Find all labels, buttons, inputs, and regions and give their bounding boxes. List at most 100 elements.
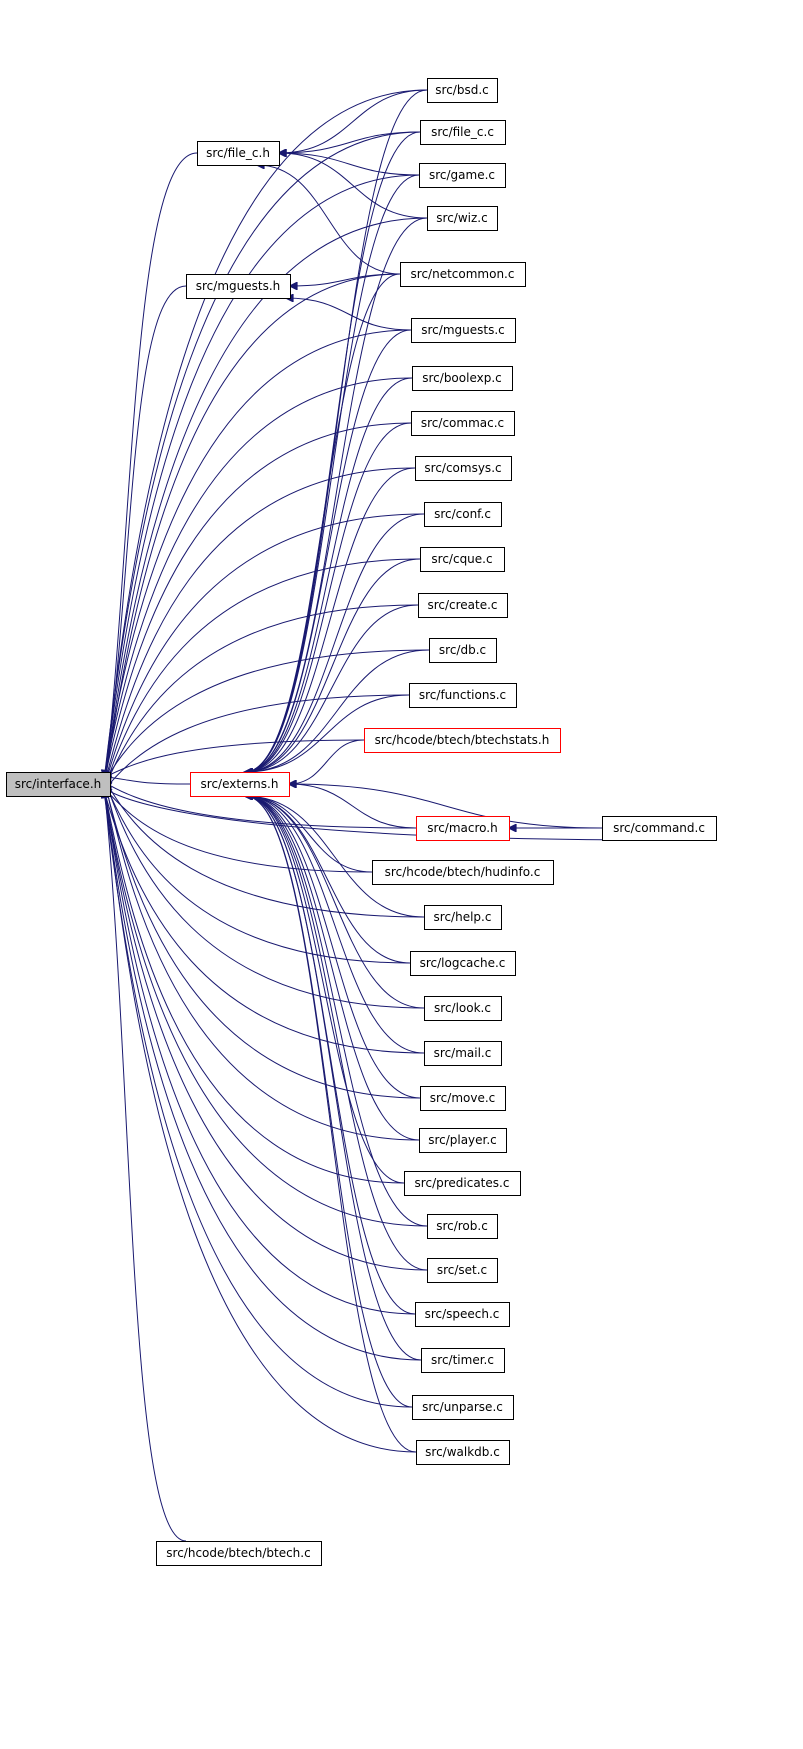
node-label: src/cque.c <box>431 552 492 566</box>
node-boolexp-c[interactable]: src/boolexp.c <box>413 367 513 391</box>
node-label: src/file_c.h <box>206 146 270 160</box>
node-interface-h[interactable]: src/interface.h <box>7 773 111 797</box>
node-set-c[interactable]: src/set.c <box>428 1259 498 1283</box>
edge-macro_h-to-externs_h <box>289 784 416 828</box>
node-label: src/predicates.c <box>415 1176 510 1190</box>
node-walkdb-c[interactable]: src/walkdb.c <box>417 1441 510 1465</box>
edges-layer <box>104 90 658 1541</box>
node-label: src/create.c <box>427 598 497 612</box>
node-predicates-c[interactable]: src/predicates.c <box>405 1172 521 1196</box>
node-externs-h[interactable]: src/externs.h <box>191 773 290 797</box>
node-label: src/game.c <box>429 168 495 182</box>
edge-player_c-to-interface_h <box>104 777 419 1140</box>
edge-predicates_c-to-interface_h <box>104 787 404 1183</box>
node-timer-c[interactable]: src/timer.c <box>422 1349 505 1373</box>
node-label: src/rob.c <box>436 1219 488 1233</box>
edge-db_c-to-externs_h <box>245 650 429 772</box>
node-comsys-c[interactable]: src/comsys.c <box>416 457 512 481</box>
edge-move_c-to-externs_h <box>245 796 420 1098</box>
node-label: src/move.c <box>430 1091 496 1105</box>
edge-mguests_c-to-interface_h <box>104 330 411 777</box>
node-game-c[interactable]: src/game.c <box>420 164 506 188</box>
node-bsd-c[interactable]: src/bsd.c <box>428 79 498 103</box>
node-btech-c[interactable]: src/hcode/btech/btech.c <box>157 1542 322 1566</box>
edge-cque_c-to-interface_h <box>104 559 420 790</box>
node-label: src/mguests.h <box>196 279 281 293</box>
node-wiz-c[interactable]: src/wiz.c <box>428 207 498 231</box>
node-look-c[interactable]: src/look.c <box>425 997 502 1021</box>
node-macro-h[interactable]: src/macro.h <box>417 817 510 841</box>
edge-comsys_c-to-externs_h <box>245 468 415 772</box>
node-cque-c[interactable]: src/cque.c <box>421 548 505 572</box>
node-speech-c[interactable]: src/speech.c <box>416 1303 510 1327</box>
node-label: src/wiz.c <box>436 211 487 225</box>
node-create-c[interactable]: src/create.c <box>419 594 508 618</box>
node-label: src/hcode/btech/btech.c <box>166 1546 310 1560</box>
edge-btechstats_h-to-interface_h <box>104 740 364 778</box>
node-label: src/mail.c <box>434 1046 492 1060</box>
edge-wiz_c-to-interface_h <box>104 218 427 787</box>
edge-walkdb_c-to-externs_h <box>245 796 416 1452</box>
node-move-c[interactable]: src/move.c <box>421 1087 506 1111</box>
edge-mguests_c-to-mguests_h <box>286 298 411 330</box>
edge-btech_c-to-interface_h <box>104 784 186 1541</box>
node-label: src/comsys.c <box>424 461 501 475</box>
node-label: src/mguests.c <box>421 323 504 337</box>
edge-commac_c-to-externs_h <box>245 423 411 772</box>
edge-unparse_c-to-interface_h <box>104 791 412 1407</box>
edge-set_c-to-interface_h <box>104 787 427 1270</box>
node-label: src/file_c.c <box>431 125 494 139</box>
node-label: src/db.c <box>439 643 486 657</box>
node-db-c[interactable]: src/db.c <box>430 639 497 663</box>
node-label: src/walkdb.c <box>425 1445 500 1459</box>
node-player-c[interactable]: src/player.c <box>420 1129 507 1153</box>
node-label: src/unparse.c <box>422 1400 503 1414</box>
edge-bsd_c-to-interface_h <box>104 90 427 784</box>
edge-create_c-to-interface_h <box>104 605 418 790</box>
node-help-c[interactable]: src/help.c <box>425 906 502 930</box>
node-mguests-h[interactable]: src/mguests.h <box>187 275 291 299</box>
node-label: src/functions.c <box>419 688 506 702</box>
node-label: src/set.c <box>437 1263 487 1277</box>
edge-rob_c-to-interface_h <box>104 789 427 1226</box>
node-mguests-c[interactable]: src/mguests.c <box>412 319 516 343</box>
node-hudinfo-c[interactable]: src/hcode/btech/hudinfo.c <box>373 861 554 885</box>
edge-walkdb_c-to-interface_h <box>104 783 416 1452</box>
edge-look_c-to-interface_h <box>104 777 424 1008</box>
node-unparse-c[interactable]: src/unparse.c <box>413 1396 514 1420</box>
node-label: src/conf.c <box>434 507 491 521</box>
node-btechstats-h[interactable]: src/hcode/btech/btechstats.h <box>365 729 561 753</box>
edge-file_c_c-to-interface_h <box>104 132 420 781</box>
node-label: src/externs.h <box>201 777 279 791</box>
node-file-c-h[interactable]: src/file_c.h <box>198 142 280 166</box>
node-logcache-c[interactable]: src/logcache.c <box>411 952 516 976</box>
node-label: src/help.c <box>434 910 492 924</box>
node-netcommon-c[interactable]: src/netcommon.c <box>401 263 526 287</box>
edge-file_c_c-to-externs_h <box>245 132 420 772</box>
node-label: src/look.c <box>434 1001 491 1015</box>
node-label: src/macro.h <box>427 821 497 835</box>
node-label: src/hcode/btech/btechstats.h <box>375 733 550 747</box>
node-rob-c[interactable]: src/rob.c <box>428 1215 498 1239</box>
node-label: src/speech.c <box>425 1307 500 1321</box>
node-mail-c[interactable]: src/mail.c <box>425 1042 502 1066</box>
node-label: src/logcache.c <box>420 956 506 970</box>
node-command-c[interactable]: src/command.c <box>603 817 717 841</box>
node-commac-c[interactable]: src/commac.c <box>412 412 515 436</box>
node-label: src/bsd.c <box>435 83 488 97</box>
edge-predicates_c-to-externs_h <box>245 796 404 1183</box>
node-label: src/interface.h <box>15 777 102 791</box>
node-label: src/command.c <box>613 821 705 835</box>
node-label: src/hcode/btech/hudinfo.c <box>385 865 541 879</box>
node-conf-c[interactable]: src/conf.c <box>425 503 502 527</box>
edge-netcommon_c-to-externs_h <box>245 274 400 772</box>
edge-file_c_c-to-file_c_h <box>279 132 420 153</box>
edge-command_c-to-interface_h <box>104 788 658 840</box>
edge-netcommon_c-to-interface_h <box>104 274 400 790</box>
node-file-c-c[interactable]: src/file_c.c <box>421 121 506 145</box>
node-label: src/boolexp.c <box>422 371 502 385</box>
node-functions-c[interactable]: src/functions.c <box>410 684 517 708</box>
edge-boolexp_c-to-externs_h <box>245 378 412 772</box>
edge-externs_h-to-interface_h <box>104 777 190 784</box>
